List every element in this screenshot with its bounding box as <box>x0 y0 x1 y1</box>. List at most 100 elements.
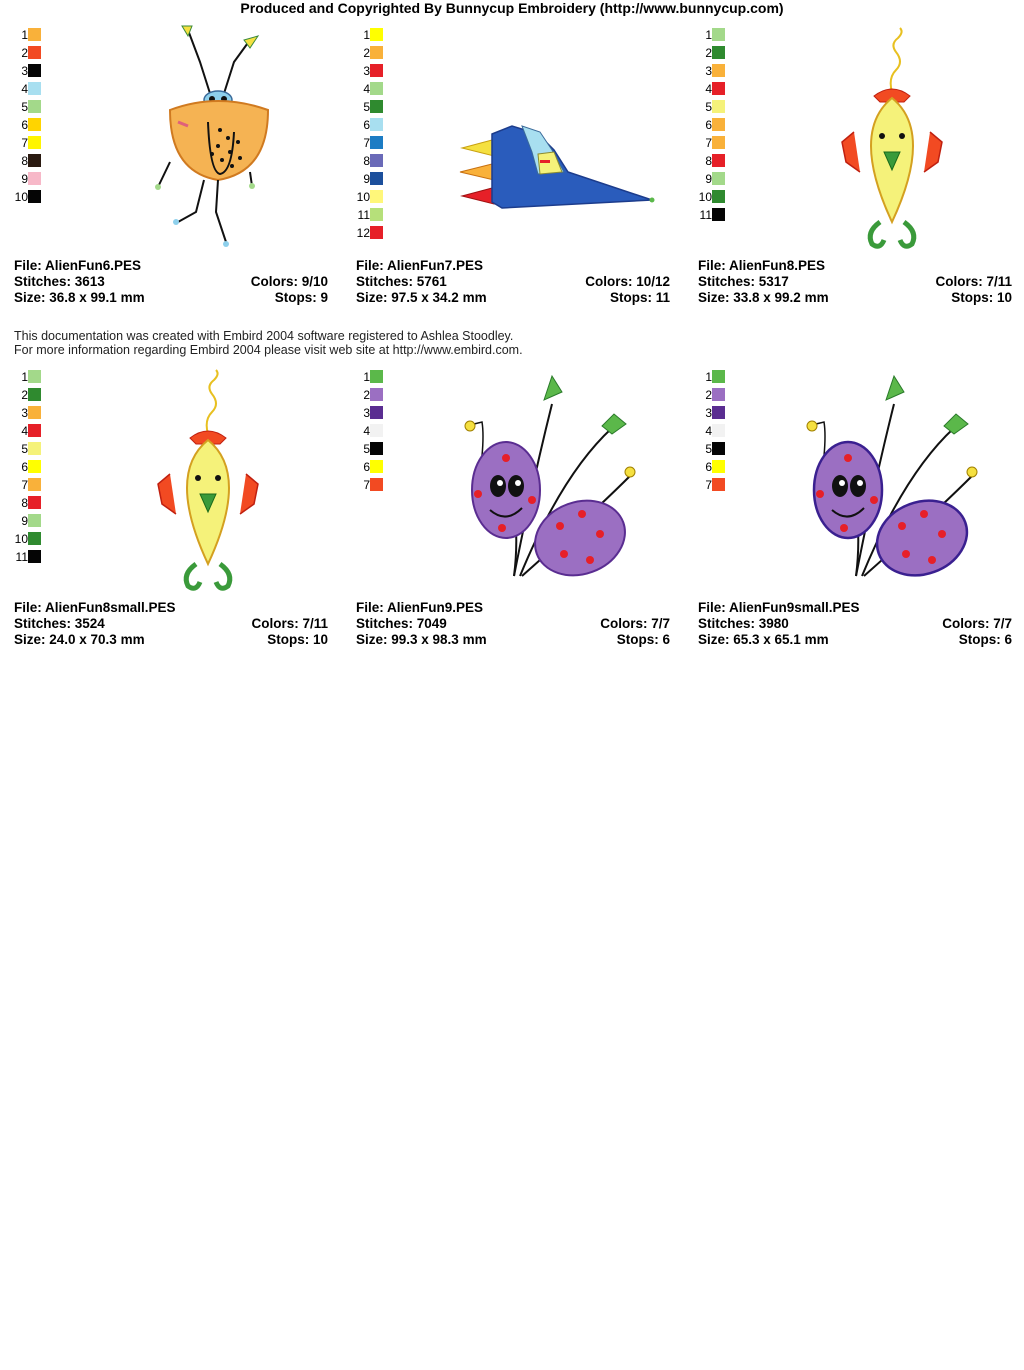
color-swatch-row: 9 <box>342 170 383 188</box>
file-name: File: AlienFun7.PES <box>356 258 484 273</box>
color-swatch <box>712 406 725 419</box>
color-swatch-row: 1 <box>342 368 383 386</box>
color-swatch-row: 9 <box>0 170 41 188</box>
color-swatch <box>370 208 383 221</box>
color-swatch <box>712 118 725 131</box>
color-swatch-row: 8 <box>684 152 725 170</box>
color-swatch <box>28 190 41 203</box>
color-swatch-number: 8 <box>363 154 370 168</box>
color-swatch-number: 5 <box>21 100 28 114</box>
color-swatch-row: 4 <box>684 422 725 440</box>
color-swatch <box>712 46 725 59</box>
color-swatch <box>370 460 383 473</box>
color-swatch-number: 2 <box>705 388 712 402</box>
color-swatch-row: 8 <box>342 152 383 170</box>
color-swatch-number: 7 <box>363 478 370 492</box>
color-swatch-row: 7 <box>684 476 725 494</box>
color-swatch-number: 4 <box>363 82 370 96</box>
color-swatch <box>28 64 41 77</box>
color-swatch-number: 1 <box>705 28 712 42</box>
design-size: Size: 99.3 x 98.3 mm <box>356 632 487 647</box>
color-swatch-row: 10 <box>0 188 41 206</box>
color-swatch <box>370 64 383 77</box>
stop-count: Stops: 6 <box>958 632 1012 647</box>
color-swatch <box>28 82 41 95</box>
color-swatch <box>28 370 41 383</box>
documentation-note-line: This documentation was created with Embi… <box>14 329 514 343</box>
color-swatch-row: 1 <box>0 26 41 44</box>
color-swatch-number: 4 <box>21 82 28 96</box>
color-swatch-number: 11 <box>15 550 28 564</box>
color-swatch <box>712 28 725 41</box>
color-swatch <box>712 172 725 185</box>
color-swatch-row: 8 <box>0 152 41 170</box>
color-count: Colors: 9/10 <box>250 274 328 289</box>
color-swatch-row: 1 <box>684 26 725 44</box>
color-swatch-row: 4 <box>342 422 383 440</box>
color-swatch <box>712 82 725 95</box>
color-swatch <box>370 28 383 41</box>
color-swatch <box>712 190 725 203</box>
color-swatch <box>28 496 41 509</box>
color-swatch <box>370 226 383 239</box>
color-swatch-number: 7 <box>21 478 28 492</box>
color-swatch <box>370 424 383 437</box>
color-swatch-row: 5 <box>342 440 383 458</box>
stitch-count: Stitches: 3613 <box>14 274 105 289</box>
color-swatch-number: 6 <box>363 118 370 132</box>
color-swatch-row: 1 <box>342 26 383 44</box>
color-swatch-number: 3 <box>21 406 28 420</box>
color-swatch <box>370 118 383 131</box>
color-swatch-row: 11 <box>684 206 725 224</box>
color-swatch-number: 11 <box>357 208 370 222</box>
color-swatch-row: 5 <box>0 440 41 458</box>
color-swatch-number: 9 <box>21 172 28 186</box>
color-swatch <box>712 136 725 149</box>
color-swatch-number: 7 <box>363 136 370 150</box>
color-swatch <box>28 442 41 455</box>
color-swatch <box>712 208 725 221</box>
color-swatch-row: 4 <box>0 422 41 440</box>
color-swatch-number: 1 <box>21 28 28 42</box>
color-swatch-number: 4 <box>363 424 370 438</box>
color-swatch-row: 4 <box>342 80 383 98</box>
color-swatch <box>370 442 383 455</box>
design-size: Size: 24.0 x 70.3 mm <box>14 632 145 647</box>
stitch-count: Stitches: 7049 <box>356 616 447 631</box>
color-swatch <box>370 406 383 419</box>
color-swatch-number: 6 <box>21 460 28 474</box>
color-swatch <box>370 100 383 113</box>
color-swatch-row: 7 <box>342 134 383 152</box>
butterfly-alien-icon <box>442 364 670 594</box>
color-swatch <box>370 46 383 59</box>
color-swatch-number: 2 <box>363 388 370 402</box>
color-swatch <box>28 532 41 545</box>
color-count: Colors: 7/7 <box>942 616 1012 631</box>
tall-alien-icon <box>100 22 328 252</box>
page-title: Produced and Copyrighted By Bunnycup Emb… <box>240 0 784 16</box>
color-swatch-number: 6 <box>705 460 712 474</box>
color-swatch <box>712 442 725 455</box>
color-swatch-row: 4 <box>0 80 41 98</box>
color-swatch <box>28 406 41 419</box>
stop-count: Stops: 6 <box>616 632 670 647</box>
color-swatch-number: 6 <box>21 118 28 132</box>
color-swatch-row: 1 <box>0 368 41 386</box>
color-swatch-row: 2 <box>342 386 383 404</box>
file-name: File: AlienFun8small.PES <box>14 600 176 615</box>
color-swatch-number: 6 <box>705 118 712 132</box>
color-swatch-row: 1 <box>684 368 725 386</box>
color-swatch-number: 10 <box>356 190 370 204</box>
color-swatch <box>712 64 725 77</box>
